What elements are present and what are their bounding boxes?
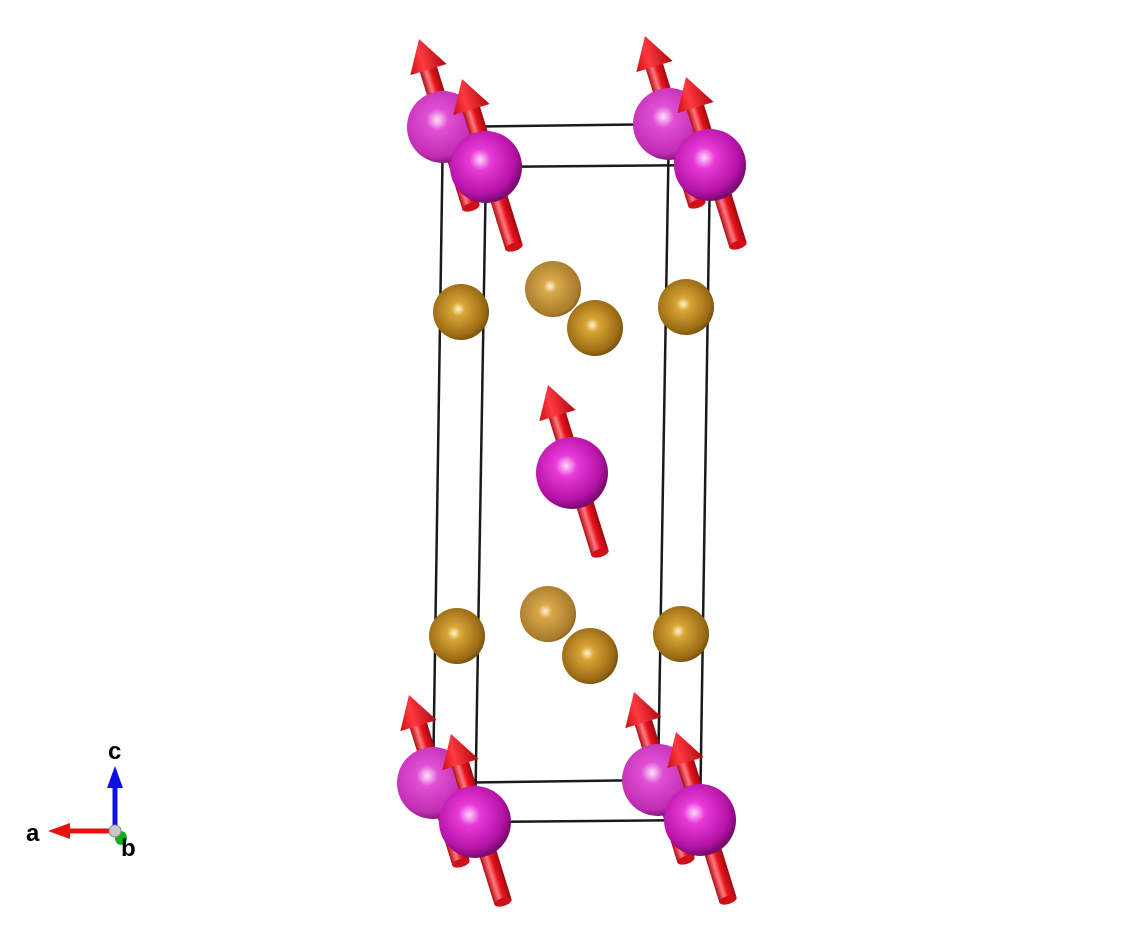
- axis-c-label: c: [108, 738, 121, 765]
- cell-edge: [656, 123, 671, 781]
- nonmagnetic-atom: [562, 628, 618, 684]
- cell-edge: [698, 164, 712, 821]
- spin-arrow-head: [677, 76, 714, 114]
- spin-arrow-head: [636, 35, 673, 73]
- spin-arrow-tail: [677, 855, 695, 865]
- nonmagnetic-atom: [429, 608, 485, 664]
- axis-compass: c a b: [26, 738, 136, 862]
- spin-arrow-tail: [494, 897, 512, 907]
- axis-b-label: b: [121, 835, 136, 862]
- spin-arrow-tail: [505, 242, 523, 252]
- nonmagnetic-atom: [433, 284, 489, 340]
- spin-arrow-head: [453, 78, 490, 116]
- spin-arrow-head: [410, 38, 447, 76]
- nonmagnetic-atom: [658, 279, 714, 335]
- spin-arrow-head: [667, 731, 704, 769]
- spin-arrow-tail: [462, 202, 480, 212]
- magnetic-atom: [674, 129, 746, 201]
- axis-a-label: a: [26, 820, 40, 847]
- axis-a-arrowhead-icon: [48, 823, 70, 839]
- magnetic-atom: [536, 437, 608, 509]
- spin-arrow-tail: [719, 895, 737, 905]
- spin-arrow-tail: [729, 240, 747, 250]
- magnetic-atom: [450, 131, 522, 203]
- magnetic-atom: [664, 784, 736, 856]
- atoms-layer: [397, 35, 747, 907]
- spin-arrow-tail: [452, 858, 470, 868]
- spin-arrow-head: [539, 384, 576, 422]
- nonmagnetic-atom: [525, 261, 581, 317]
- spin-arrow-head: [625, 691, 662, 729]
- spin-arrow-tail: [688, 199, 706, 209]
- nonmagnetic-atom: [653, 606, 709, 662]
- nonmagnetic-atom: [567, 300, 623, 356]
- spin-arrow-head: [442, 733, 479, 771]
- spin-arrow-tail: [591, 548, 609, 558]
- axis-c-arrowhead-icon: [107, 766, 123, 788]
- spin-arrow-head: [400, 694, 437, 732]
- magnetic-atom: [439, 786, 511, 858]
- cell-edge: [474, 818, 701, 824]
- cell-edge: [431, 126, 445, 784]
- axis-origin: [108, 824, 122, 838]
- cell-edge: [473, 166, 488, 823]
- cell-edge: [485, 163, 711, 169]
- nonmagnetic-atom: [520, 586, 576, 642]
